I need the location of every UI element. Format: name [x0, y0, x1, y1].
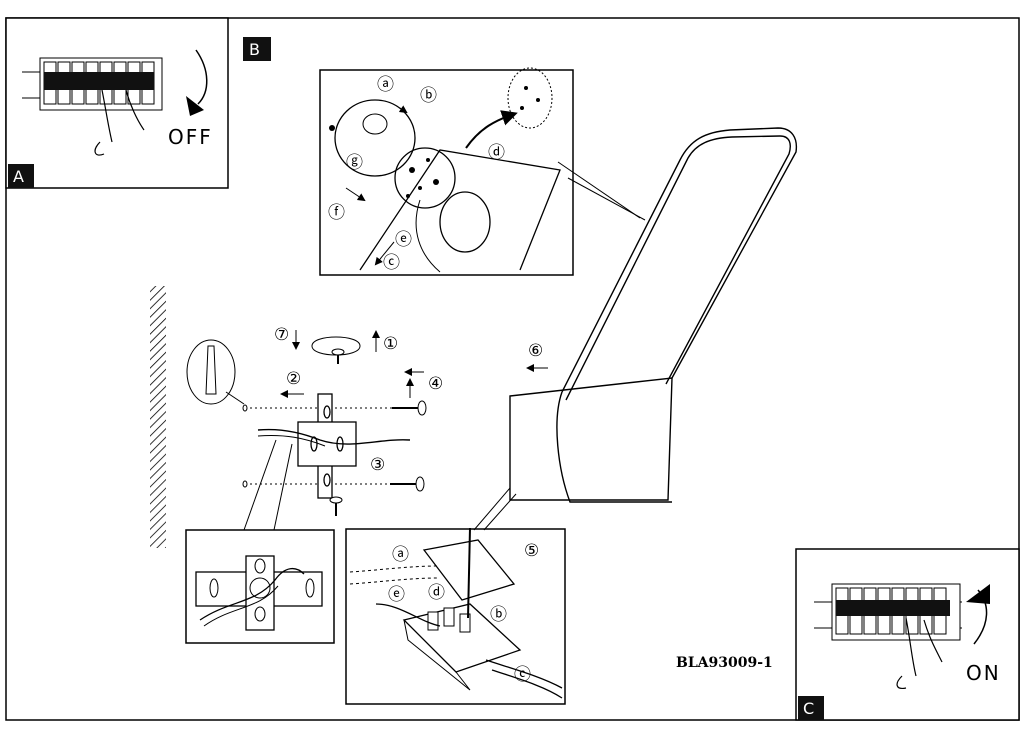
model-code: BLA93009-1: [676, 655, 773, 671]
callout-b-c: ⓒ: [383, 253, 400, 273]
breaker-box-icon: [22, 57, 163, 156]
step-2: ②: [286, 369, 301, 389]
on-label: ON: [966, 661, 1001, 685]
panel-a: OFF A: [5, 17, 229, 189]
step-3: ③: [370, 455, 385, 475]
step-4: ④: [428, 374, 443, 394]
panel-c: ON C: [795, 548, 1020, 721]
step-5: ⑤: [524, 541, 539, 561]
callout-b-d: ⓓ: [488, 143, 505, 163]
detail-b: ⓐ ⓑ ⓒ ⓓ ⓔ ⓕ ⓖ: [319, 67, 646, 276]
bracket-detail: [185, 529, 335, 644]
callout-5-a: ⓐ: [392, 545, 409, 565]
panel-b-tag: B: [249, 40, 260, 59]
step-7: ⑦: [274, 325, 289, 345]
mounting-bracket: [297, 393, 357, 499]
step-6: ⑥: [528, 341, 543, 361]
step-1: ①: [383, 334, 398, 354]
panel-b-tag-box: [243, 37, 271, 61]
screw-icon: [329, 348, 427, 516]
callout-5-c: ⓒ: [514, 665, 531, 685]
breaker-box-icon: [814, 583, 962, 689]
panel-c-tag: C: [803, 699, 814, 718]
callout-b-a: ⓐ: [377, 75, 394, 95]
off-label: OFF: [168, 125, 213, 149]
wall-plug-icon: [186, 339, 236, 405]
callout-b-g: ⓖ: [346, 153, 363, 173]
wall-hatch: [150, 286, 166, 548]
callout-b-b: ⓑ: [420, 86, 437, 106]
outer-frame: [5, 17, 1020, 721]
callout-5-d: ⓓ: [428, 583, 445, 603]
callout-5-b: ⓑ: [490, 605, 507, 625]
panel-c-tag-box: [798, 696, 824, 720]
callout-b-e: ⓔ: [395, 230, 412, 250]
rotate-arrow-icon: [186, 96, 204, 116]
rotate-arrow-icon: [966, 584, 990, 604]
callout-5-e: ⓔ: [388, 585, 405, 605]
wall-lamp: [509, 127, 798, 503]
panel-a-tag: A: [13, 167, 24, 186]
panel-a-tag-box: [8, 164, 34, 188]
callout-b-f: ⓕ: [328, 203, 345, 223]
detail-5: ⑤ ⓐ ⓑ ⓒ ⓓ ⓔ: [345, 487, 566, 705]
